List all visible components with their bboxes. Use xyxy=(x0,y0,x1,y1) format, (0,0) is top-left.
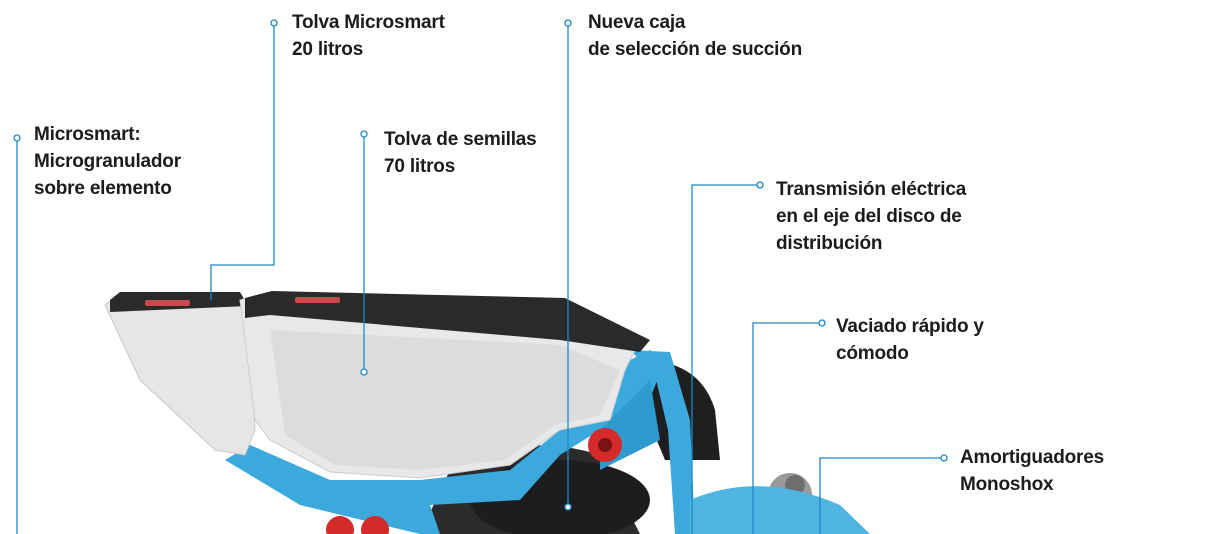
leader-transmision xyxy=(691,184,757,534)
callout-line: Microgranulador xyxy=(34,151,181,172)
callout-line: Microsmart: xyxy=(34,124,141,145)
dot-caja-end xyxy=(564,503,572,511)
callout-microsmart: Microsmart: Microgranulador sobre elemen… xyxy=(34,121,181,202)
frame-lower xyxy=(690,486,870,534)
seed-hopper-shading xyxy=(270,330,620,470)
callout-line: 70 litros xyxy=(384,156,456,177)
dot-microsmart xyxy=(13,134,21,142)
callout-line: Tolva de semillas xyxy=(384,129,537,150)
callout-transmision: Transmisión eléctrica en el eje del disc… xyxy=(776,176,966,257)
callout-line: en el eje del disco de xyxy=(776,206,962,227)
callout-line: distribución xyxy=(776,233,883,254)
leader-tolva-microsmart xyxy=(210,26,275,300)
callout-line: Tolva Microsmart xyxy=(292,12,445,33)
leader-amortiguadores xyxy=(819,457,941,534)
callout-line: Monoshox xyxy=(960,474,1054,495)
callout-line: sobre elemento xyxy=(34,178,172,199)
dot-tolva-microsmart xyxy=(270,19,278,27)
callout-line: Vaciado rápido y xyxy=(836,316,984,337)
callout-vaciado: Vaciado rápido y cómodo xyxy=(836,313,984,367)
callout-line: de selección de succión xyxy=(588,39,802,60)
callout-line: Amortiguadores xyxy=(960,447,1104,468)
red-roller-lower-1 xyxy=(326,516,354,534)
dot-tolva-semillas xyxy=(360,130,368,138)
dot-vaciado xyxy=(818,319,826,327)
dot-transmision xyxy=(756,181,764,189)
callout-amortiguadores: Amortiguadores Monoshox xyxy=(960,444,1104,498)
leader-lines xyxy=(16,26,941,534)
callout-line: Transmisión eléctrica xyxy=(776,179,967,200)
seed-hopper-lid xyxy=(245,291,650,352)
callout-line: cómodo xyxy=(836,343,909,364)
seed-hopper-badge xyxy=(295,297,340,303)
callout-line: Nueva caja xyxy=(588,12,686,33)
callout-line: 20 litros xyxy=(292,39,364,60)
red-roller-upper-hub xyxy=(598,438,612,452)
dot-amortiguadores xyxy=(940,454,948,462)
microsmart-badge xyxy=(145,300,190,306)
main-frame xyxy=(225,350,665,534)
frame-arm xyxy=(630,350,695,534)
seeder-machine xyxy=(104,291,870,534)
callout-tolva-semillas: Tolva de semillas 70 litros xyxy=(384,126,537,180)
callout-tolva-microsmart: Tolva Microsmart 20 litros xyxy=(292,9,445,63)
leader-vaciado xyxy=(752,322,819,534)
dot-tolva-semillas-end xyxy=(360,368,368,376)
microsmart-hopper xyxy=(104,293,256,456)
leader-dots xyxy=(13,19,948,511)
dot-caja xyxy=(564,19,572,27)
red-roller-lower-2 xyxy=(361,516,389,534)
callout-caja-seleccion: Nueva caja de selección de succión xyxy=(588,9,802,63)
